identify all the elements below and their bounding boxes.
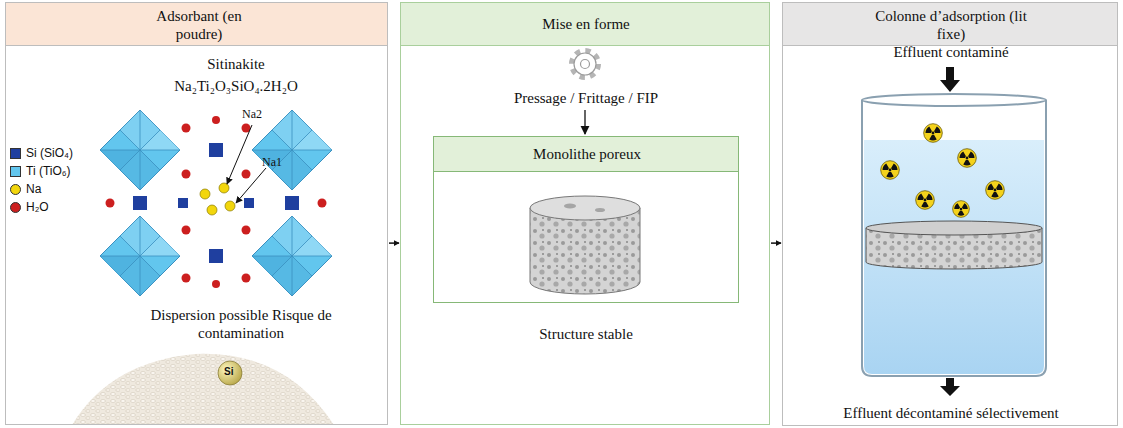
legend-item: Ti (TiO₆) bbox=[10, 164, 71, 178]
legend-text: Na bbox=[26, 182, 41, 196]
process-text: Pressage / Frittage / FIP bbox=[401, 89, 771, 107]
legend-text: Si (SiO₄) bbox=[26, 146, 73, 160]
legend-swatch bbox=[10, 202, 21, 213]
site-label: Na1 bbox=[262, 156, 282, 169]
legend-item: Na bbox=[10, 182, 41, 196]
legend-swatch bbox=[10, 148, 21, 159]
panel-box: Mise en formePressage / Frittage / FIP St… bbox=[400, 2, 770, 425]
flow-text: Effluent contaminé bbox=[783, 43, 1119, 61]
inner-box: Monolithe poreux bbox=[433, 136, 739, 303]
legend-text: Ti (TiO₆) bbox=[26, 164, 71, 178]
box-heading: Monolithe poreux bbox=[434, 145, 740, 163]
legend-swatch bbox=[10, 166, 21, 177]
panel-box: Adsorbant (en poudre) SitinakiteNa₂Ti₂O₃S… bbox=[5, 2, 388, 425]
panel-heading: Adsorbant (en poudre) bbox=[134, 7, 264, 43]
panel-box: Colonne d’adsorption (lit fixe)Effluent … bbox=[782, 2, 1118, 426]
flow-arrow bbox=[389, 242, 399, 244]
panel-heading: Colonne d’adsorption (lit fixe) bbox=[871, 7, 1031, 43]
mineral-name: Sitinakite bbox=[136, 55, 336, 73]
legend-swatch bbox=[10, 184, 21, 195]
legend-text: H₂O bbox=[26, 200, 49, 214]
note-text: Structure stable bbox=[401, 325, 771, 343]
legend-item: Si (SiO₄) bbox=[10, 146, 73, 160]
element-label: Si bbox=[224, 366, 233, 377]
panel-heading: Mise en forme bbox=[401, 15, 771, 33]
legend-item: H₂O bbox=[10, 200, 49, 214]
note-text: Dispersion possible Risque de contaminat… bbox=[146, 306, 336, 342]
chemical-formula: Na₂Ti₂O₃SiO₄.2H₂O bbox=[116, 77, 356, 95]
site-label: Na2 bbox=[242, 108, 262, 121]
flow-arrow bbox=[771, 242, 781, 244]
flow-text: Effluent décontaminé sélectivement bbox=[783, 404, 1119, 422]
